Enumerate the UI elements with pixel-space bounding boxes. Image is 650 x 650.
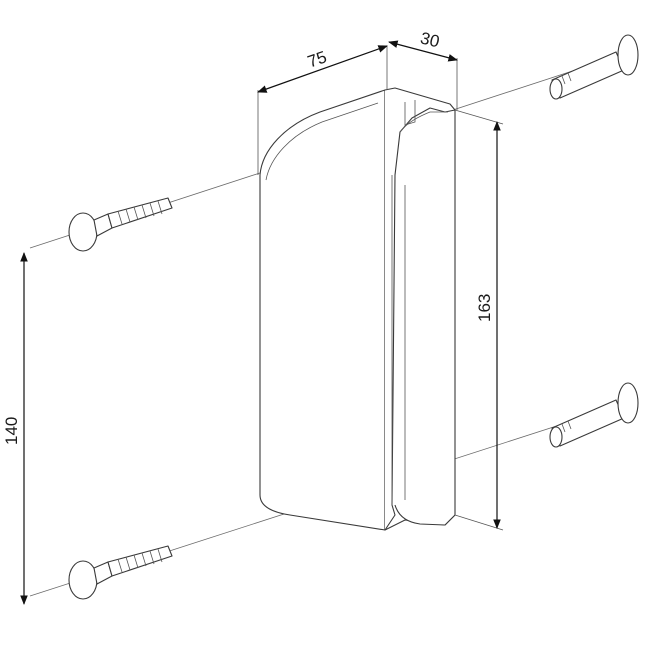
depth-dim-line xyxy=(388,40,458,62)
dimension-depth: 30 xyxy=(388,28,458,110)
bolt-head-upper xyxy=(68,212,98,252)
nut-body-upper xyxy=(551,51,625,99)
carriage-bolt-lower xyxy=(68,545,173,600)
body-bottom-lip xyxy=(394,504,456,526)
body-front-edge xyxy=(265,102,379,181)
thread-marks-upper xyxy=(117,200,163,225)
spacing-label: 140 xyxy=(2,417,21,445)
carriage-bolt-upper xyxy=(68,197,173,252)
dimension-hole-spacing: 140 xyxy=(2,252,28,605)
depth-label: 30 xyxy=(418,28,441,51)
nut-head-upper xyxy=(617,34,639,76)
slot-top-tab xyxy=(404,100,416,126)
nut-end-lower xyxy=(549,426,563,448)
nut-thread-lower xyxy=(561,420,572,433)
width-dim-line xyxy=(257,45,388,93)
nut-thread-upper xyxy=(561,72,572,85)
bolt-thread-lower xyxy=(107,545,173,577)
latch-keeper-body xyxy=(259,87,456,531)
nut-end-upper xyxy=(549,78,563,100)
dimension-height: 163 xyxy=(454,109,504,531)
bolt-thread-upper xyxy=(107,197,173,229)
height-ext-top xyxy=(454,109,504,125)
slot-inner-line xyxy=(399,111,448,133)
body-front-face xyxy=(259,89,386,531)
sleeve-nut-lower xyxy=(549,382,639,448)
nut-head-lower xyxy=(617,382,639,424)
thread-marks-lower xyxy=(117,548,163,573)
sleeve-nut-upper xyxy=(549,34,639,100)
dimension-width: 75 xyxy=(257,45,388,175)
height-ext-bottom xyxy=(454,514,504,531)
height-label: 163 xyxy=(475,294,494,322)
bolt-head-lower xyxy=(68,560,98,600)
nut-body-lower xyxy=(551,399,625,447)
